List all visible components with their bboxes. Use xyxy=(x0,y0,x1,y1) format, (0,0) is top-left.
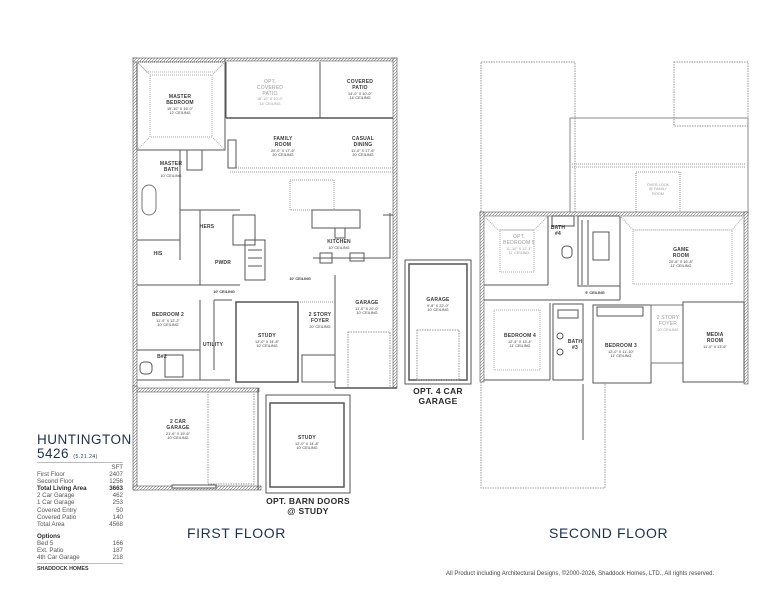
room-hers: HERS xyxy=(199,224,215,230)
room-bedroom-4: BEDROOM 4 12'-4" X 13'-4" 11' CEILING xyxy=(503,333,537,349)
brand-logo: SHADDOCK HOMES xyxy=(37,566,89,573)
plan-date: (5.21.24) xyxy=(73,454,98,461)
room-2-story-foyer-upper: 2 STORY FOYER 20' CEILING xyxy=(656,315,680,332)
room-opt-garage: GARAGE 9'-8" X 22'-0" 10' CEILING xyxy=(426,297,450,313)
room-bath-3: BATH #3 xyxy=(567,339,583,351)
options-header: Options xyxy=(37,532,61,540)
opt-garage-caption: OPT. 4 CAR GARAGE xyxy=(413,386,463,406)
room-opt-covered-patio: OPT. COVERED PATIO 18'-10" X 10'-0" 14' … xyxy=(256,79,284,106)
room-master-bedroom: MASTER BEDROOM 15'-10" X 16'-0" 12' CEIL… xyxy=(166,94,194,115)
second-floor-title: SECOND FLOOR xyxy=(549,525,669,541)
opt-garage-walls xyxy=(404,259,472,385)
plan-title: HUNTINGTON 5426 (5.21.24) xyxy=(37,432,132,462)
second-floor-walls xyxy=(479,61,749,489)
room-his: HIS xyxy=(153,251,163,257)
first-floor-walls xyxy=(132,57,398,491)
room-2-story-foyer: 2 STORY FOYER 20' CEILING xyxy=(308,312,332,329)
plan-name: HUNTINGTON xyxy=(37,432,132,447)
room-family-room: FAMILY ROOM 20'-0" X 17'-6" 20' CEILING xyxy=(271,136,295,157)
room-media-room: MEDIA ROOM 11'-0" X 13'-6" xyxy=(703,332,727,349)
room-game-room: GAME ROOM 20'-8" X 16'-8" 11' CEILING xyxy=(669,247,693,268)
room-opt-bedroom-5: OPT. BEDROOM 5 11'-10" X 12'-1" 11' CEIL… xyxy=(503,234,535,255)
room-b2: B#2 xyxy=(157,354,167,360)
room-bedroom-2: BEDROOM 2 11'-0" X 12'-2" 10' CEILING xyxy=(151,312,185,328)
room-bedroom-3: BEDROOM 3 12'-0" X 11'-10" 11' CEILING xyxy=(604,343,638,359)
room-study: STUDY 12'-0" X 14'-8" 10' CEILING xyxy=(255,333,279,349)
opt-study-caption: OPT. BARN DOORS @ STUDY xyxy=(266,496,350,516)
room-bath-4: BATH #4 xyxy=(550,225,566,237)
room-covered-patio: COVERED PATIO 14'-0" X 10'-0" 14' CEILIN… xyxy=(346,79,374,100)
room-2-car-garage: 2 CAR GARAGE 21'-6" X 19'-6" 10' CEILING xyxy=(166,419,190,440)
first-floor-title: FIRST FLOOR xyxy=(187,525,286,541)
sft-header: SFT xyxy=(111,464,123,471)
room-utility: UTILITY xyxy=(202,342,224,348)
room-kitchen: KITCHEN 10' CEILING xyxy=(327,239,351,250)
plan-number: 5426 xyxy=(37,446,70,462)
room-hall-ceiling: 10' CEILING xyxy=(289,277,311,281)
room-pwdr: PWDR xyxy=(214,260,232,266)
room-garage: GARAGE 11'-0" X 20'-0" 10' CEILING xyxy=(355,300,379,316)
opt-study-walls xyxy=(265,394,351,494)
copyright-footer: All Product including Architectural Desi… xyxy=(446,571,715,577)
room-opt-study: STUDY 12'-0" X 14'-8" 10' CEILING xyxy=(295,435,319,451)
room-casual-dining: CASUAL DINING 11'-0" X 17'-6" 20' CEILIN… xyxy=(351,136,375,157)
room-master-bath: MASTER BATH 10' CEILING xyxy=(159,161,183,178)
room-hall-ceiling-upper: 9' CEILING xyxy=(585,291,605,295)
room-hall-ceiling-2: 10' CEILING xyxy=(213,290,235,294)
room-overlook: OVER LOOK @ FAMILY ROOM xyxy=(646,183,670,196)
